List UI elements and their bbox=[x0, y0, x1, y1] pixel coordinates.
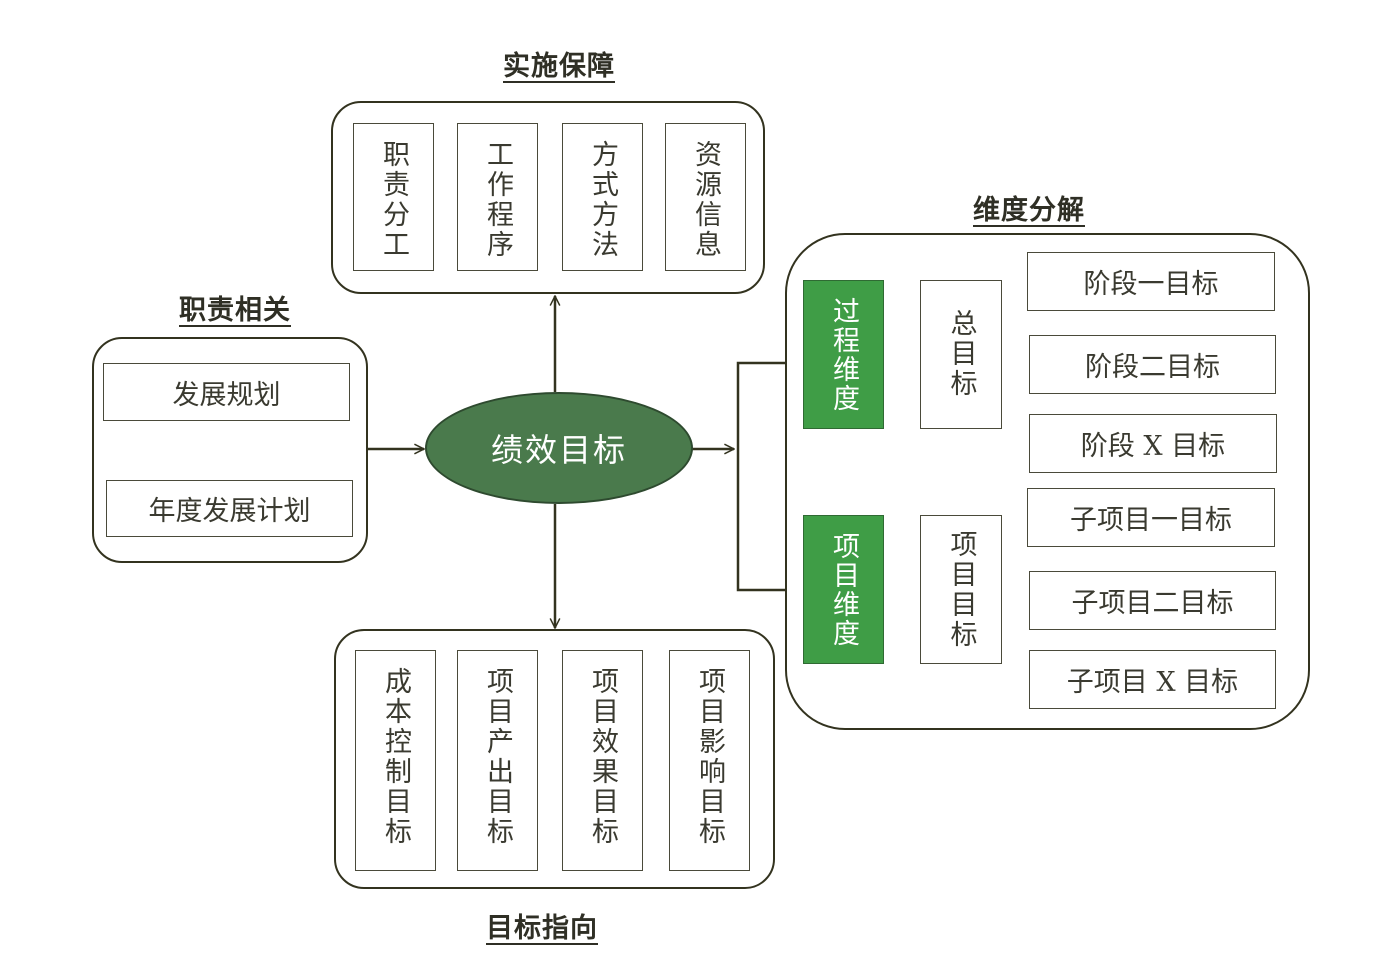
stage-goal-box: 阶段一目标 bbox=[1027, 252, 1275, 311]
total-goal-box: 总目标 bbox=[920, 280, 1002, 429]
project-goal-label: 项目目标 bbox=[945, 530, 977, 650]
total-goal-label: 总目标 bbox=[945, 309, 977, 399]
stage-goal-box: 阶段二目标 bbox=[1029, 335, 1276, 394]
subproject-goal-box: 子项目 X 目标 bbox=[1029, 650, 1276, 709]
heading-implementation: 实施保障 bbox=[503, 51, 615, 82]
implementation-item-label: 资源信息 bbox=[690, 140, 721, 260]
stage-goal-box: 阶段 X 目标 bbox=[1029, 414, 1277, 473]
plan-label: 发展规划 bbox=[172, 379, 281, 411]
stage-goal-label: 阶段 X 目标 bbox=[1080, 431, 1226, 462]
implementation-item: 资源信息 bbox=[665, 123, 746, 271]
implementation-item-label: 工作程序 bbox=[482, 140, 513, 260]
target-item-label: 项目影响目标 bbox=[694, 667, 725, 847]
target-item: 项目效果目标 bbox=[562, 650, 643, 871]
heading-target: 目标指向 bbox=[486, 913, 598, 944]
implementation-item: 职责分工 bbox=[353, 123, 434, 271]
performance-goal-ellipse: 绩效目标 bbox=[425, 392, 693, 504]
target-item-label: 成本控制目标 bbox=[380, 667, 411, 847]
stage-goal-label: 阶段二目标 bbox=[1085, 352, 1220, 383]
heading-responsibility: 职责相关 bbox=[179, 295, 291, 326]
project-goal-box: 项目目标 bbox=[920, 515, 1002, 664]
implementation-item-label: 职责分工 bbox=[378, 140, 409, 260]
target-item: 成本控制目标 bbox=[355, 650, 436, 871]
subproject-goal-label: 子项目二目标 bbox=[1071, 588, 1234, 619]
process-dimension-box: 过程维度 bbox=[803, 280, 884, 429]
stage-goal-label: 阶段一目标 bbox=[1083, 269, 1219, 300]
subproject-goal-label: 子项目一目标 bbox=[1070, 505, 1232, 536]
annual-plan-label: 年度发展计划 bbox=[148, 496, 311, 527]
plan-box: 发展规划 bbox=[103, 363, 350, 421]
process-dimension-label: 过程维度 bbox=[828, 296, 859, 413]
subproject-goal-label: 子项目 X 目标 bbox=[1066, 667, 1239, 698]
project-dimension-label: 项目维度 bbox=[828, 531, 859, 648]
project-dimension-box: 项目维度 bbox=[803, 515, 884, 664]
bracket-dimension-split bbox=[736, 361, 803, 592]
subproject-goal-box: 子项目二目标 bbox=[1029, 571, 1276, 630]
target-item-label: 项目产出目标 bbox=[482, 667, 513, 847]
subproject-goal-box: 子项目一目标 bbox=[1027, 488, 1275, 547]
annual-plan-box: 年度发展计划 bbox=[106, 480, 353, 537]
heading-dimension: 维度分解 bbox=[973, 195, 1085, 226]
implementation-item: 工作程序 bbox=[457, 123, 538, 271]
target-item: 项目产出目标 bbox=[457, 650, 538, 871]
implementation-item-label: 方式方法 bbox=[587, 140, 618, 260]
target-item-label: 项目效果目标 bbox=[587, 667, 618, 847]
target-item: 项目影响目标 bbox=[669, 650, 750, 871]
performance-goal-label: 绩效目标 bbox=[490, 431, 627, 469]
implementation-item: 方式方法 bbox=[562, 123, 643, 271]
